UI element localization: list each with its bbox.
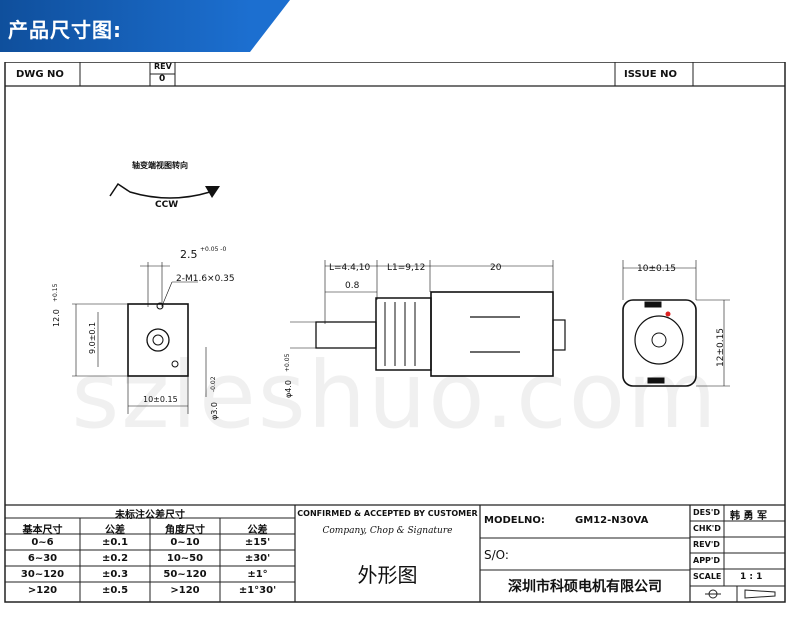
signoff-label: CHK'D — [693, 524, 721, 533]
rotation-arrow — [109, 182, 220, 199]
tol-cell: ±0.2 — [101, 553, 129, 564]
tol-cell: ±15' — [244, 537, 271, 548]
rotation-caption: 轴变端视图转向 — [132, 161, 188, 170]
drawing-sheet: szleshuo.com DWG NO REV 0 ISSUE NO 轴变端视图… — [0, 62, 790, 639]
so-label: S/O: — [484, 548, 509, 562]
dim-width: 10±0.15 — [143, 395, 178, 404]
dim-side-width: 10±0.15 — [637, 264, 677, 274]
signoff-label: APP'D — [693, 556, 721, 565]
front-view — [72, 262, 207, 414]
dim-shaft-tol: +0.05 — [284, 353, 291, 372]
tol-header-3: 角度尺寸 — [165, 525, 205, 536]
tol-cell: 50~120 — [163, 569, 207, 580]
tol-cell: >120 — [27, 585, 58, 596]
rev-value: 0 — [159, 74, 166, 84]
tol-cell: 0~10 — [170, 537, 200, 548]
tol-cell: ±0.3 — [101, 569, 129, 580]
tol-cell: 0~6 — [31, 537, 54, 548]
tol-cell: ±0.5 — [101, 585, 129, 596]
dim-side-height: 12±0.15 — [716, 327, 726, 367]
signoff-label: REV'D — [693, 540, 720, 549]
banner-title: 产品尺寸图: — [8, 18, 122, 42]
sheet-border — [4, 62, 786, 603]
dim-shaft-L1: L1=9,12 — [387, 263, 426, 273]
drawing-name: 外形图 — [357, 563, 418, 587]
dim-hub-dia: φ3.0 — [210, 402, 219, 420]
tol-cell: 10~50 — [166, 553, 204, 564]
watermark: szleshuo.com — [71, 342, 719, 449]
tol-header-1: 基本尺寸 — [22, 525, 63, 536]
dim-front-top-tol: +0.05 -0 — [200, 246, 227, 253]
rev-label: REV — [154, 62, 172, 71]
signoff-value: 1 : 1 — [740, 572, 763, 582]
tol-cell: 30~120 — [20, 569, 65, 580]
dim-height-tol: +0.15 — [52, 283, 59, 302]
signoff-label: DES'D — [693, 508, 720, 517]
title-block-lines — [5, 504, 785, 602]
modelno-value: GM12-N30VA — [575, 515, 649, 526]
end-view — [622, 260, 730, 387]
dim-shaft-dia: φ4.0 — [284, 380, 293, 398]
signoff-label: SCALE — [693, 572, 722, 581]
dim-front-top: 2.5 — [180, 248, 198, 261]
signoff-value: 韩 勇 军 — [730, 511, 767, 522]
company-name: 深圳市科硕电机有限公司 — [508, 579, 662, 595]
dim-height: 12.0 — [52, 309, 61, 327]
tol-cell: ±1°30' — [238, 585, 277, 596]
side-view — [290, 260, 566, 377]
confirm-title: CONFIRMED & ACCEPTED BY CUSTOMER — [297, 509, 478, 518]
tolerance-title: 未标注公差尺寸 — [115, 510, 185, 521]
tol-header-4: 公差 — [247, 525, 268, 536]
dwg-no-label: DWG NO — [16, 69, 64, 80]
drawing-svg — [4, 62, 786, 603]
dim-offset: 0.8 — [345, 281, 360, 291]
tol-cell: ±30' — [244, 553, 271, 564]
dim-inner-height: 9.0±0.1 — [88, 321, 97, 354]
terminal-dot — [665, 311, 671, 317]
dim-hub-tol: -0.02 — [210, 376, 217, 392]
tol-cell: ±1° — [247, 569, 268, 580]
tol-cell: 6~30 — [27, 553, 58, 564]
tol-header-2: 公差 — [105, 525, 125, 536]
dim-shaft-L: L=4.4,10 — [329, 263, 371, 273]
modelno-label: MODELNO: — [484, 515, 545, 526]
confirm-subtitle: Company, Chop & Signature — [322, 526, 453, 536]
tol-cell: >120 — [170, 585, 200, 596]
rotation-direction: CCW — [155, 200, 179, 210]
dim-thread: 2-M1.6×0.35 — [176, 274, 235, 284]
dim-body-len: 20 — [490, 263, 502, 273]
issue-no-label: ISSUE NO — [624, 69, 677, 80]
title-banner: 产品尺寸图: — [0, 0, 290, 52]
tol-cell: ±0.1 — [101, 537, 129, 548]
